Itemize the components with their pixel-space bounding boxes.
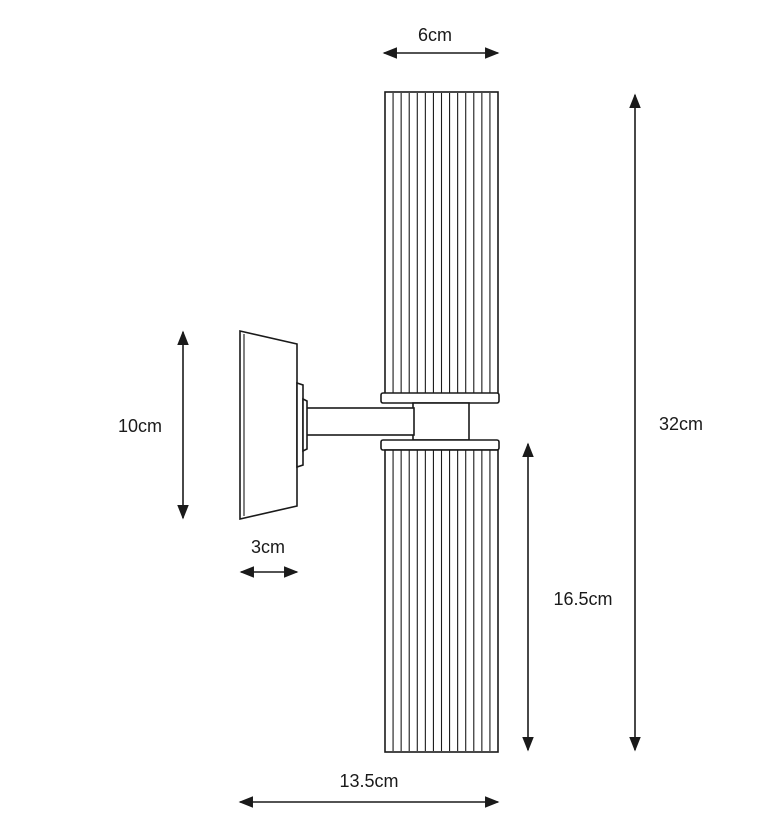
shade-width-label: 6cm [418, 25, 452, 45]
connecting-arm [305, 407, 415, 436]
shade-height-label: 16.5cm [553, 589, 612, 609]
total-projection-label: 13.5cm [339, 771, 398, 791]
upper-shade-ribs [392, 93, 491, 393]
central-collar [412, 402, 470, 441]
backplate-height-label: 10cm [118, 416, 162, 436]
total-height-label: 32cm [659, 414, 703, 434]
backplate-depth-label: 3cm [251, 537, 285, 557]
upper-shade-rim [380, 392, 500, 404]
dimension-lines [177, 47, 641, 808]
wall-backplate [239, 329, 308, 521]
lower-shade-ribs [392, 450, 491, 751]
lower-shade-rim [380, 439, 500, 451]
lower-shade [380, 439, 500, 753]
upper-shade [380, 91, 500, 404]
